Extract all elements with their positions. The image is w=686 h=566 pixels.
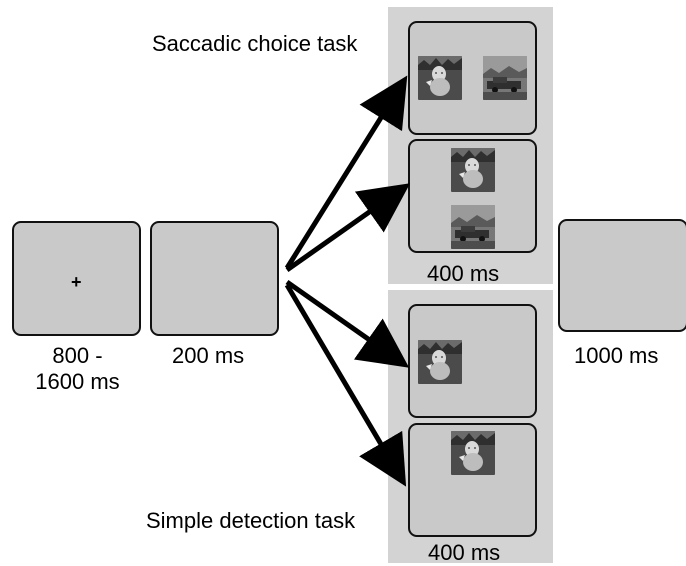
face-image-icon	[451, 431, 495, 475]
face-image-icon	[418, 340, 462, 384]
detection-task-label: Simple detection task	[146, 508, 356, 533]
gap-screen	[150, 221, 279, 336]
vehicle-scene-image-icon	[483, 56, 527, 100]
arrow-to-detection-top	[284, 283, 407, 487]
face-image-icon	[451, 148, 495, 192]
end-screen	[558, 219, 686, 332]
arrow-to-choice-horizontal	[284, 75, 408, 270]
arrow-to-choice-vertical	[285, 183, 411, 273]
choice-duration-label: 400 ms	[427, 261, 500, 286]
fixation-duration-label: 800 - 1600 ms	[35, 343, 120, 394]
choice-task-label: Saccadic choice task	[152, 31, 358, 56]
end-duration-label: 1000 ms	[574, 343, 659, 368]
vehicle-scene-image-icon	[451, 205, 495, 249]
fixation-cross: +	[71, 272, 82, 292]
choice-screen-horizontal	[408, 21, 537, 135]
detection-screen-left	[408, 304, 537, 418]
fixation-screen: +	[12, 221, 141, 336]
detection-duration-label: 400 ms	[428, 540, 501, 565]
choice-screen-vertical	[408, 139, 537, 253]
arrow-to-detection-left	[285, 279, 410, 368]
gap-duration-label: 200 ms	[172, 343, 245, 368]
detection-screen-top	[408, 423, 537, 537]
face-image-icon	[418, 56, 462, 100]
